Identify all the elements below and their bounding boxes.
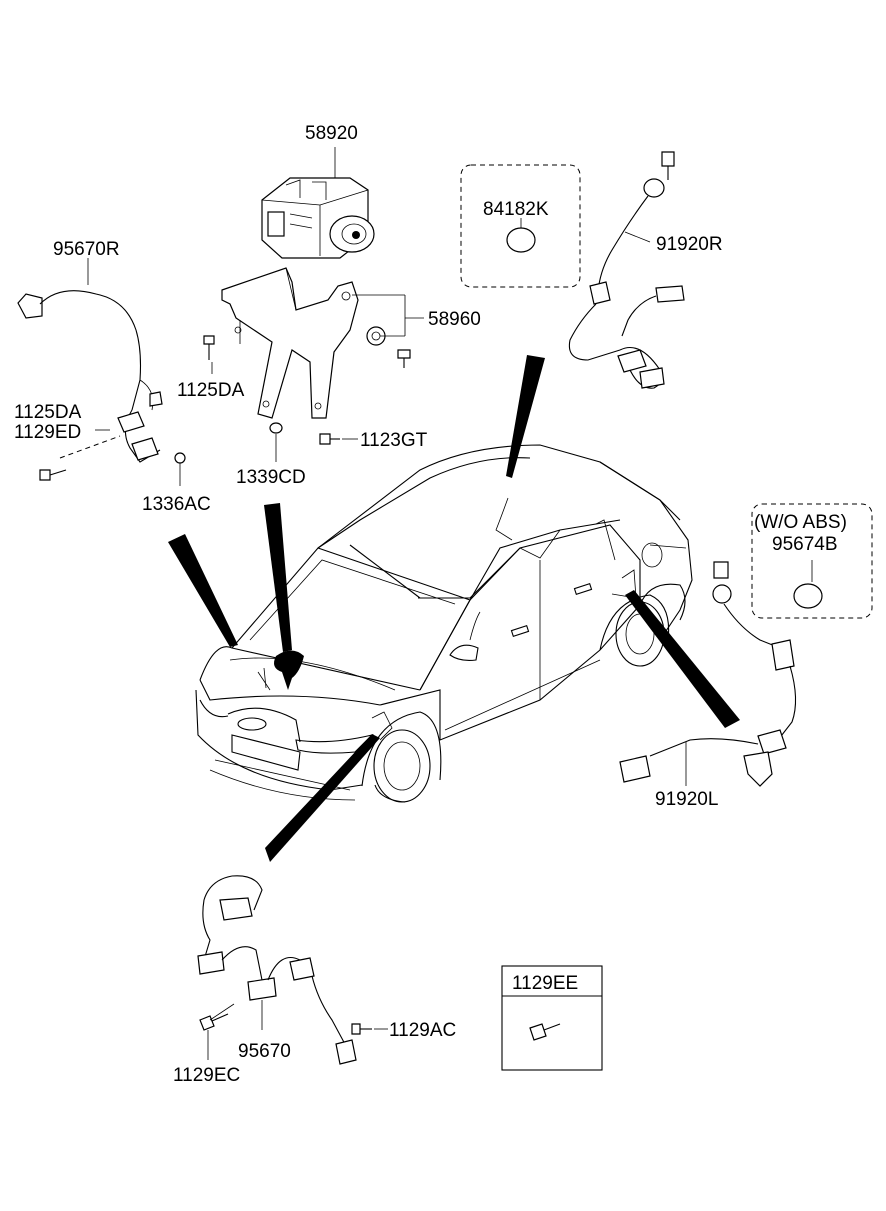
label-95670: 95670 (238, 1041, 291, 1062)
label-1129EC: 1129EC (173, 1065, 240, 1086)
label-1339CD: 1339CD (236, 467, 306, 488)
leader-arrow-front-left (265, 734, 380, 862)
label-95674B: 95674B (772, 534, 838, 555)
label-58960: 58960 (428, 309, 481, 330)
label-1129EE: 1129EE (512, 973, 578, 994)
bracket-58960 (203, 267, 424, 462)
label-58920: 58920 (305, 123, 358, 144)
plug-95674B-box (751, 503, 873, 619)
label-91920L: 91920L (655, 789, 718, 810)
label-1336AC: 1336AC (142, 494, 211, 515)
sensor-95670 (197, 875, 388, 1065)
car-illustration (195, 444, 693, 803)
abs-module-58920 (261, 147, 375, 259)
label-1123GT: 1123GT (360, 430, 428, 451)
leader-arrow-rear-left (625, 590, 740, 728)
sensor-91920R (568, 151, 685, 389)
plug-84182K-box (460, 164, 581, 288)
leader-arrow-abs-unit (264, 503, 292, 652)
label-1129AC: 1129AC (389, 1020, 456, 1041)
label-91920R: 91920R (656, 234, 723, 255)
label-84182K: 84182K (483, 199, 549, 220)
label-1129ED: 1129ED (14, 422, 81, 443)
part-labels: 58920 84182K 91920R 95670R 58960 1125DA … (14, 123, 847, 1086)
leader-arrow-front-right (168, 534, 238, 647)
label-1125DA-sensor: 1125DA (14, 402, 82, 423)
bolt-1129EE-box (501, 965, 603, 1071)
label-wo-abs: (W/O ABS) (754, 512, 847, 533)
sensor-91920L (619, 561, 797, 787)
leader-arrow-rear-right (506, 355, 545, 478)
label-1125DA-bracket: 1125DA (177, 380, 245, 401)
sensor-95670R (17, 258, 186, 486)
leader-arrows (168, 355, 740, 862)
label-95670R: 95670R (53, 239, 120, 260)
